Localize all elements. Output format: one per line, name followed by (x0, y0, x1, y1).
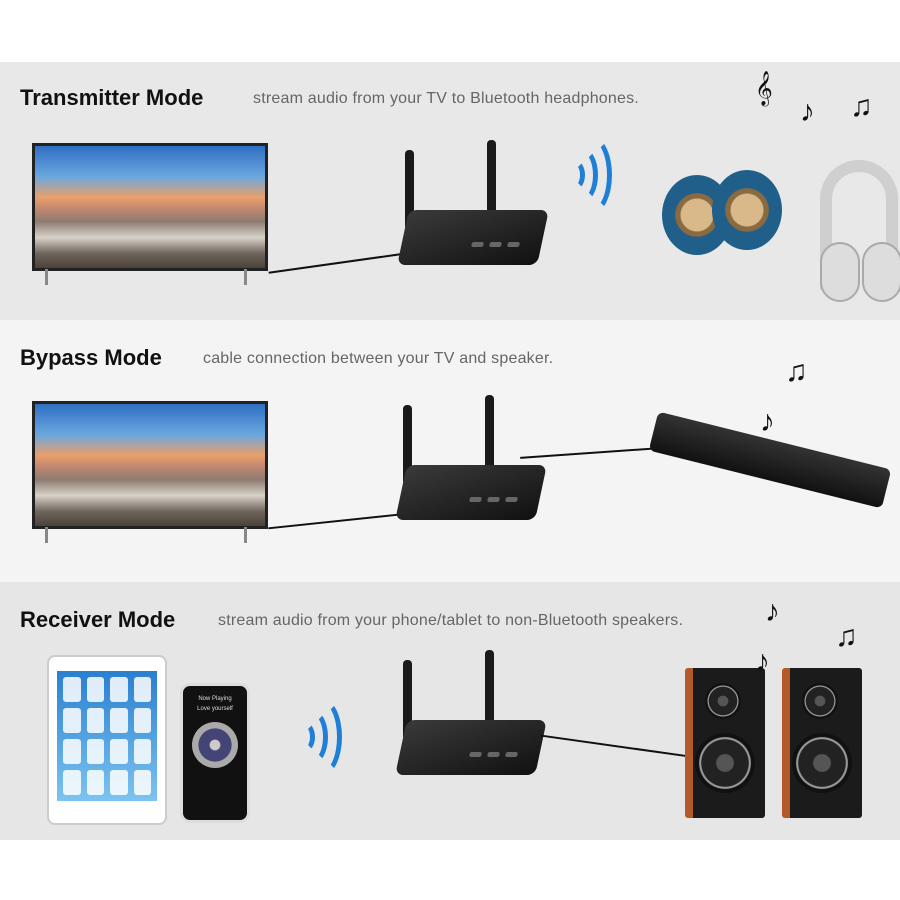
tv-image (32, 401, 268, 543)
bluetooth-device (393, 395, 547, 535)
receiver-title: Receiver Mode (20, 607, 176, 632)
headphones-image (820, 160, 900, 302)
bypass-title: Bypass Mode (20, 345, 162, 370)
receiver-subtitle: stream audio from your phone/tablet to n… (218, 612, 684, 629)
music-note-icon: ♪ (755, 645, 770, 678)
music-note-icon: ♪ (760, 405, 775, 438)
music-note-icon: ♫ (835, 620, 858, 653)
track-title: Love yourself (197, 706, 233, 712)
music-note-icon: 𝄞 (755, 72, 773, 105)
transmitter-subtitle: stream audio from your TV to Bluetooth h… (253, 90, 639, 107)
bluetooth-device (395, 140, 549, 280)
now-playing-label: Now Playing (198, 696, 232, 702)
bookshelf-speaker-image (782, 668, 862, 818)
transmitter-title: Transmitter Mode (20, 85, 204, 110)
music-note-icon: ♪ (800, 95, 815, 128)
bluetooth-device (393, 650, 547, 790)
tablet-image (47, 655, 167, 825)
speaker-image (712, 170, 782, 250)
bypass-subtitle: cable connection between your TV and spe… (203, 350, 554, 367)
music-note-icon: ♫ (785, 355, 808, 388)
music-note-icon: ♪ (765, 595, 780, 628)
bookshelf-speaker-image (685, 668, 765, 818)
tv-image (32, 143, 268, 285)
music-note-icon: ♫ (850, 90, 873, 123)
